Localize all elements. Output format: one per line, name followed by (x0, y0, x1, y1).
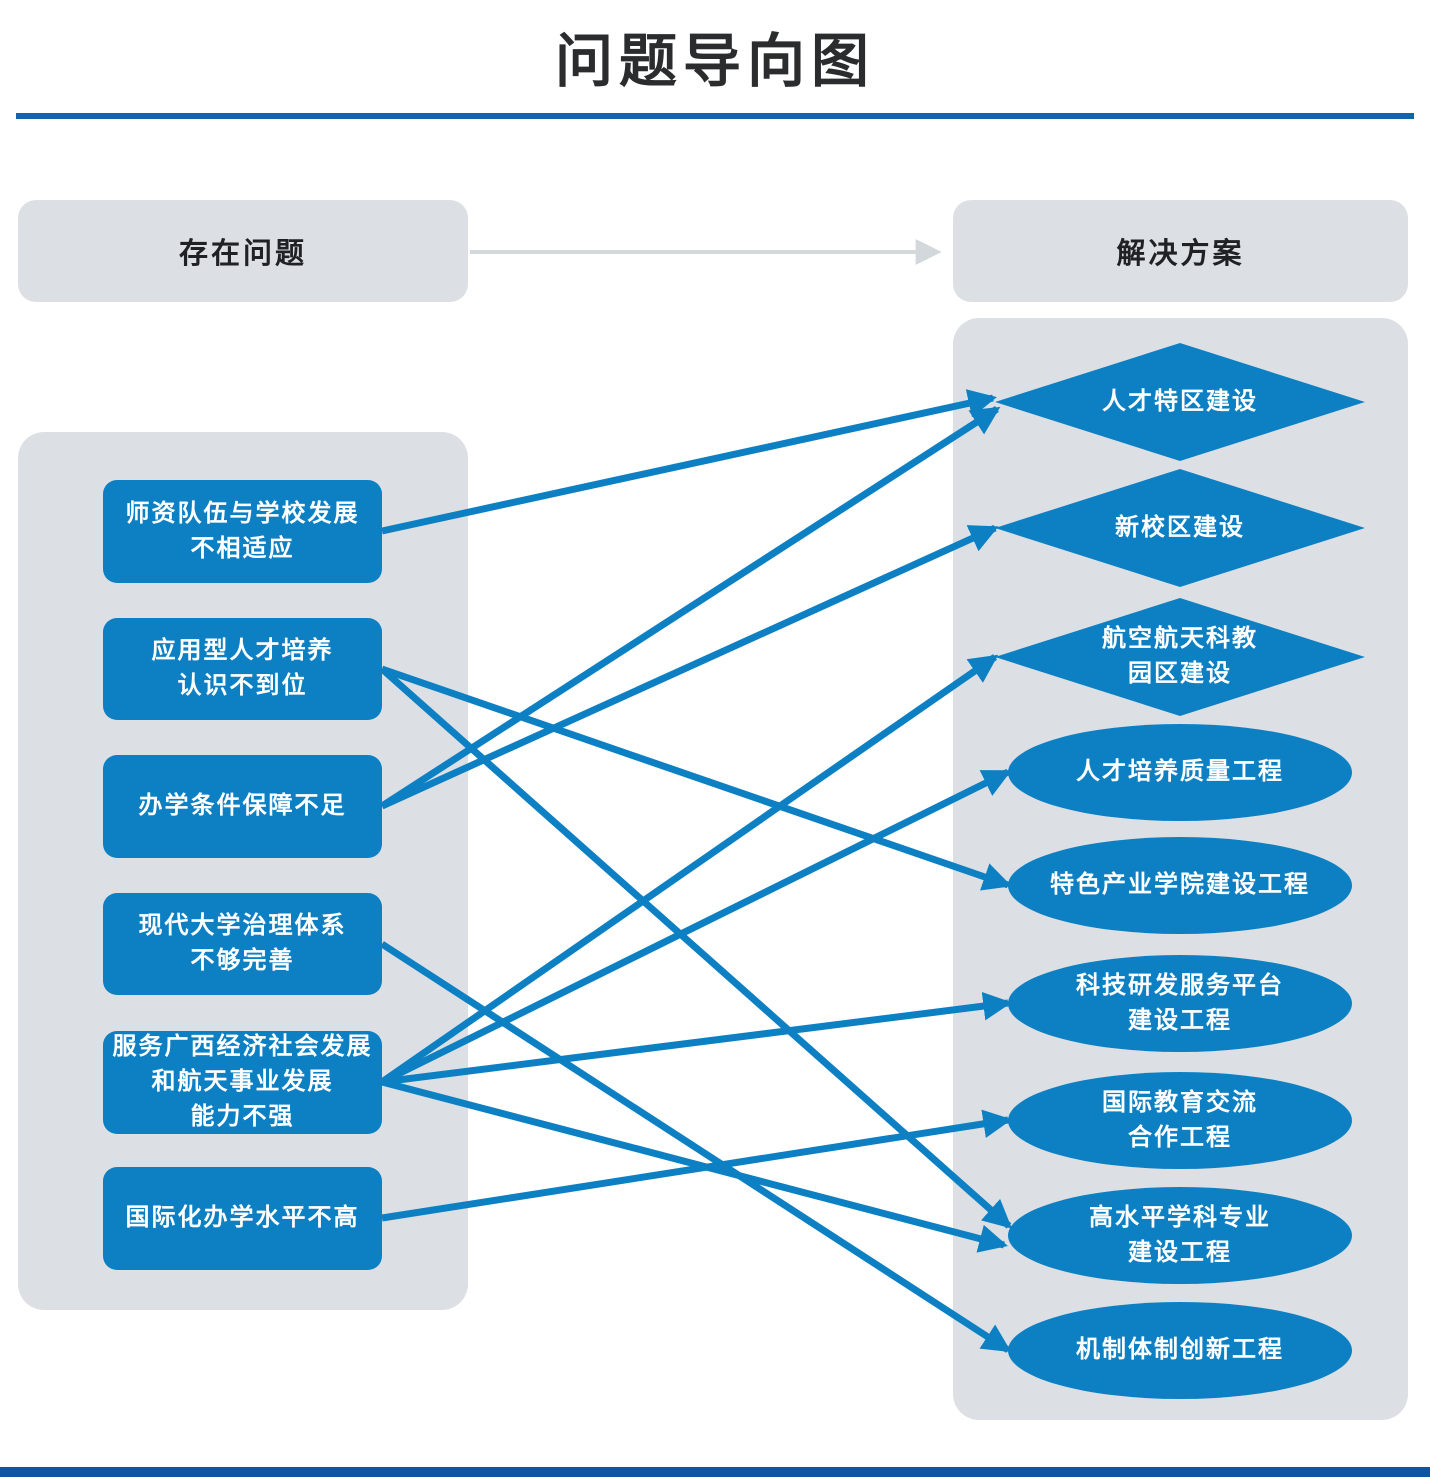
problem-node: 现代大学治理体系 不够完善 (103, 893, 382, 995)
connection-arrow (380, 524, 999, 810)
solution-node-ellipse: 国际教育交流 合作工程 (1008, 1072, 1352, 1169)
connection-arrow (381, 991, 1012, 1086)
problem-node: 办学条件保障不足 (103, 755, 382, 858)
solution-node-ellipse: 人才培养质量工程 (1008, 724, 1352, 821)
problem-node: 国际化办学水平不高 (103, 1167, 382, 1270)
problems-header-label: 存在问题 (178, 238, 307, 270)
connection-arrow (379, 666, 1013, 1229)
bottom-accent-bar (0, 1467, 1430, 1477)
page-title: 问题导向图 (554, 29, 875, 94)
solutions-header-label: 解决方案 (1116, 238, 1245, 270)
problem-node: 师资队伍与学校发展 不相适应 (103, 480, 382, 583)
solutions-header: 解决方案 (953, 200, 1408, 302)
title-underline (16, 113, 1414, 119)
connection-arrow (380, 654, 999, 1085)
connection-arrow (380, 768, 1012, 1086)
connection-arrow (381, 389, 997, 535)
solution-node-ellipse: 特色产业学院建设工程 (1008, 837, 1352, 934)
solution-node-ellipse: 高水平学科专业 建设工程 (1008, 1187, 1352, 1284)
connection-arrow (380, 665, 1012, 891)
problems-header: 存在问题 (18, 200, 468, 302)
connection-arrow (380, 406, 1001, 809)
solution-node-ellipse: 科技研发服务平台 建设工程 (1008, 955, 1352, 1052)
connection-arrow (380, 941, 1012, 1353)
problem-node: 服务广西经济社会发展 和航天事业发展 能力不强 (103, 1031, 382, 1134)
connection-arrow (381, 1078, 1008, 1253)
problem-node: 应用型人才培养 认识不到位 (103, 618, 382, 720)
connection-arrow (381, 1109, 1012, 1222)
solution-node-ellipse: 机制体制创新工程 (1008, 1302, 1352, 1399)
